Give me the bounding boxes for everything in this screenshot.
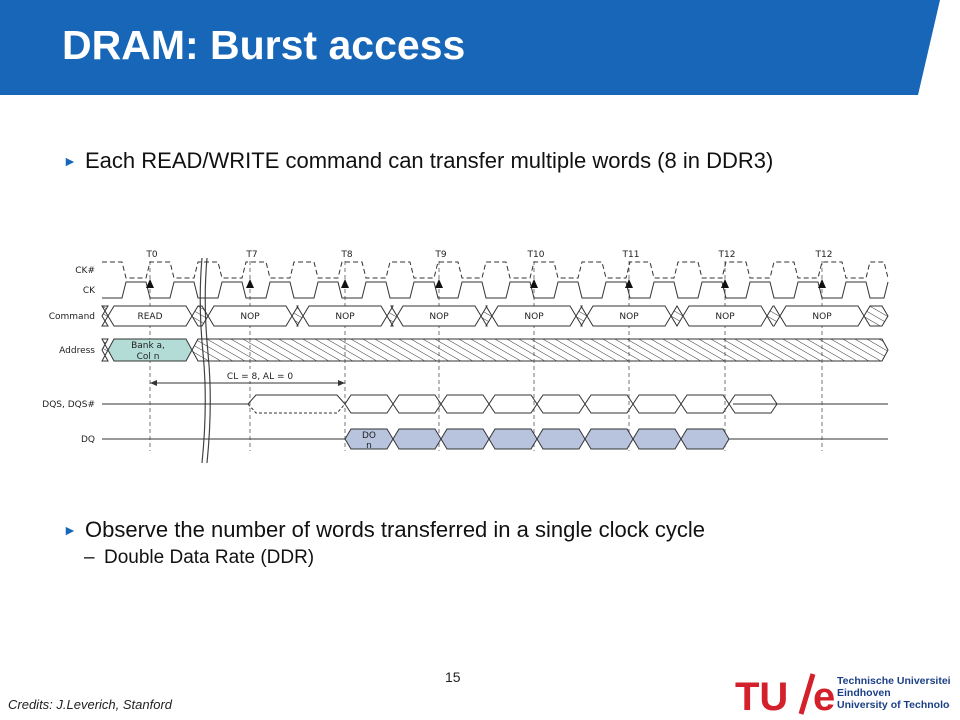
clock-edge-label: T11 <box>622 250 640 260</box>
command-slot <box>302 305 388 327</box>
clock-edge-label: T12 <box>718 250 736 260</box>
bullet-observe-words: ► Observe the number of words transferre… <box>63 513 923 547</box>
signal-label: CK# <box>75 266 95 276</box>
clock-edge-arrow-icon <box>625 279 633 288</box>
dqs-hash-preamble <box>247 403 346 414</box>
dqs-toggle <box>536 394 586 414</box>
address-dont-care <box>191 338 889 362</box>
bullet-triangle-icon: ► <box>63 153 77 169</box>
signal-label: Address <box>59 346 95 356</box>
dq-data-word <box>344 428 394 450</box>
bullet-triangle-icon: ► <box>63 522 77 538</box>
clock-edge-arrow-icon <box>721 279 729 288</box>
address-dont-care <box>101 338 109 362</box>
command-label: READ <box>137 312 162 322</box>
ck-hash-wave <box>102 261 889 279</box>
dqs-toggle <box>392 394 442 414</box>
dq-data-word <box>632 428 682 450</box>
command-slot <box>682 305 768 327</box>
ck-wave <box>102 281 889 299</box>
address-label: Col n <box>137 352 160 362</box>
dqs-toggle <box>632 394 682 414</box>
command-slot <box>207 305 293 327</box>
dq-data-word <box>680 428 730 450</box>
command-label: NOP <box>619 312 639 322</box>
sub-bullet-ddr: –Double Data Rate (DDR) <box>84 547 314 569</box>
dq-data-word <box>536 428 586 450</box>
command-label: NOP <box>335 312 355 322</box>
logo-line-3: University of Technology <box>837 699 950 711</box>
command-dont-care <box>291 305 304 327</box>
command-dont-care <box>670 305 684 327</box>
command-label: NOP <box>429 312 449 322</box>
bullet-text: Observe the number of words transferred … <box>85 517 705 542</box>
dqs-toggle <box>488 394 538 414</box>
logo-line-2: Eindhoven <box>837 687 891 699</box>
logo-mark-tu: TU <box>735 675 788 717</box>
command-slot <box>586 305 672 327</box>
command-dont-care <box>863 305 889 327</box>
clock-edge-arrow-icon <box>435 279 443 288</box>
latency-arrow-head-icon <box>338 380 345 386</box>
clock-edge-arrow-icon <box>341 279 349 288</box>
signal-label: DQS, DQS# <box>42 400 95 410</box>
command-dont-care <box>386 305 398 327</box>
slide-title: DRAM: Burst access <box>62 22 466 68</box>
credits: Credits: J.Leverich, Stanford <box>8 697 173 712</box>
latency-label: CL = 8, AL = 0 <box>227 372 293 382</box>
dqs-toggle <box>344 394 394 414</box>
command-label: NOP <box>524 312 544 322</box>
dq-data-word <box>584 428 634 450</box>
dqs-toggle <box>584 394 634 414</box>
sub-bullet-dash: – <box>84 547 95 568</box>
command-label: NOP <box>240 312 260 322</box>
command-dont-care <box>575 305 588 327</box>
dqs-toggle <box>680 394 730 414</box>
dqs-toggle <box>728 394 778 414</box>
page-number: 15 <box>445 669 461 685</box>
latency-label-bg <box>212 369 308 381</box>
sub-bullet-text: Double Data Rate (DDR) <box>104 547 315 568</box>
bullet-burst-transfer: ► Each READ/WRITE command can transfer m… <box>63 144 863 178</box>
command-slot <box>491 305 577 327</box>
clock-edge-label: T9 <box>434 250 446 260</box>
dq-data-word <box>440 428 490 450</box>
dq-data-word <box>488 428 538 450</box>
clock-edge-arrow-icon <box>818 279 826 288</box>
clock-edge-label: T0 <box>145 250 157 260</box>
signal-label: Command <box>49 312 95 322</box>
header-band <box>0 0 940 95</box>
clock-edge-arrow-icon <box>246 279 254 288</box>
command-label: NOP <box>812 312 832 322</box>
clock-edge-label: T7 <box>245 250 257 260</box>
clock-edge-arrow-icon <box>146 279 154 288</box>
bullet-text: Each READ/WRITE command can transfer mul… <box>85 148 774 173</box>
logo-line-1: Technische Universiteit <box>837 675 950 687</box>
signal-label: CK <box>83 286 96 296</box>
clock-edge-label: T12 <box>815 250 833 260</box>
dqs-preamble <box>102 394 346 405</box>
command-slot <box>396 305 482 327</box>
command-dont-care <box>191 305 209 327</box>
clock-edge-arrow-icon <box>530 279 538 288</box>
command-dont-care <box>480 305 493 327</box>
dq-data-word <box>392 428 442 450</box>
address-bank-col <box>107 338 193 362</box>
command-dont-care <box>101 305 109 327</box>
dq-word-label: n <box>366 441 372 451</box>
tue-logo: TU e Technische Universiteit Eindhoven U… <box>735 673 950 717</box>
clock-edge-label: T8 <box>340 250 352 260</box>
address-label: Bank a, <box>131 341 165 351</box>
dq-word-label: DO <box>362 431 376 441</box>
signal-label: DQ <box>81 435 95 445</box>
logo-slash <box>798 673 816 715</box>
latency-arrow-head-icon <box>150 380 157 386</box>
command-label: NOP <box>715 312 735 322</box>
command-slot <box>779 305 865 327</box>
logo-mark-e: e <box>813 675 835 717</box>
command-dont-care <box>766 305 781 327</box>
dqs-toggle <box>440 394 490 414</box>
clock-edge-label: T10 <box>527 250 545 260</box>
